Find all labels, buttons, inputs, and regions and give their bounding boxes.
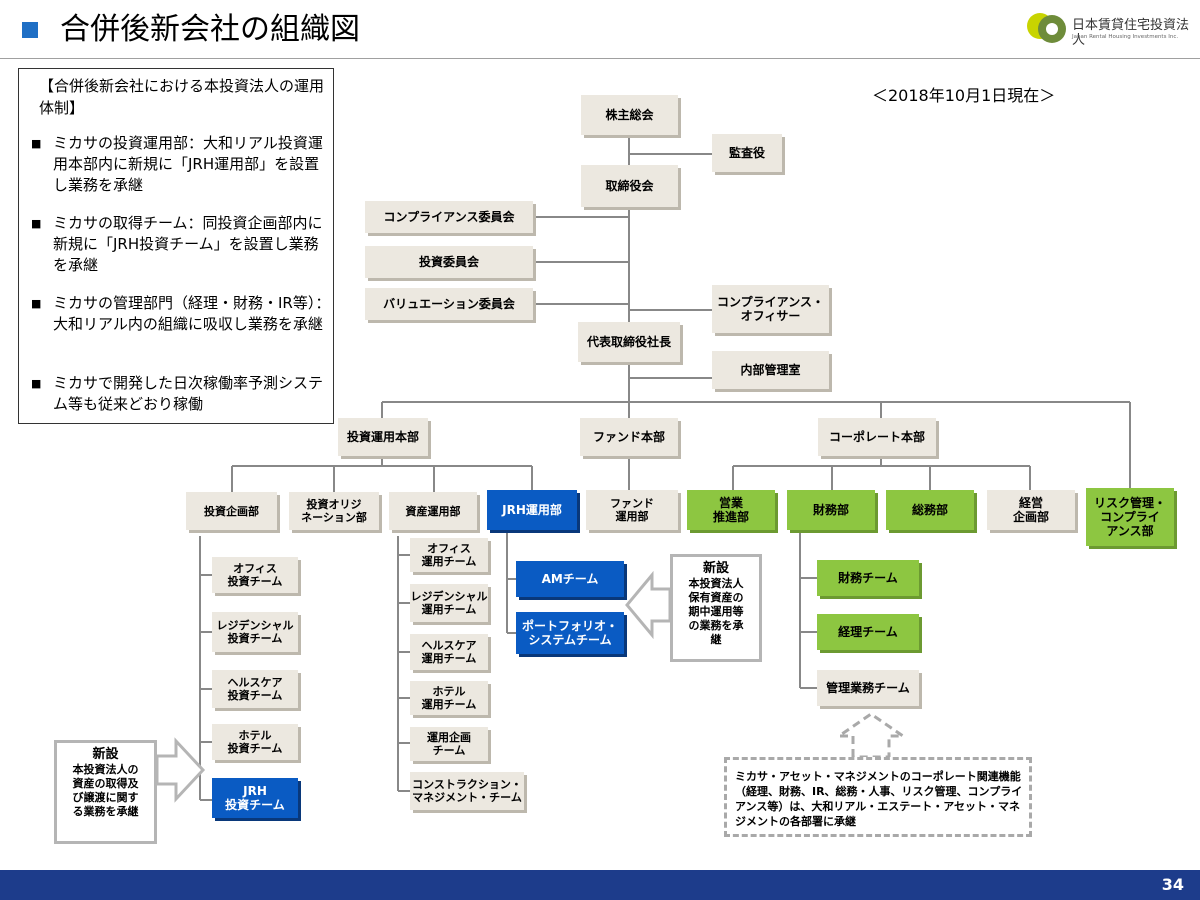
title-marker	[22, 22, 38, 38]
risk-compliance-dept: リスク管理・コンプライアンス部	[1086, 488, 1174, 546]
page-title: 合併後新会社の組織図	[60, 12, 360, 47]
compliance-officer: コンプライアンス・オフィサー	[712, 285, 829, 333]
hotel-investment-team: ホテル投資チーム	[212, 724, 298, 760]
residential-operations-team: レジデンシャル運用チーム	[410, 584, 488, 622]
internal-audit-office: 内部管理室	[712, 351, 829, 389]
info-box: 【合併後新会社における本投資法人の運用体制】 ■ ミカサの投資運用部：大和リアル…	[18, 68, 334, 424]
auditor: 監査役	[712, 134, 782, 172]
am-team: AMチーム	[516, 561, 624, 597]
fund-division: ファンド本部	[580, 418, 678, 456]
corporate-functions-note: ミカサ・アセット・マネジメントのコーポレート関連機能（経理、財務、IR、総務・人…	[724, 757, 1032, 837]
callout-line: 本投資法人	[688, 577, 744, 590]
asset-management-dept: 資産運用部	[389, 492, 477, 530]
footer-bar: 34	[0, 870, 1200, 900]
info-item-text: ミカサの管理部門（経理・財務・IR等）：大和リアル内の組織に吸収し業務を承継	[53, 294, 331, 333]
callout-title: 新設	[92, 747, 119, 762]
as-of-date: ＜2018年10月1日現在＞	[872, 86, 1056, 105]
company-logo	[1027, 13, 1066, 43]
info-item-text: ミカサの取得チーム：同投資企画部内に新規に「JRH投資チーム」を設置し業務を承継	[53, 214, 323, 274]
board-of-directors: 取締役会	[581, 165, 678, 207]
callout-line: る業務を承継	[72, 805, 139, 818]
construction-management-team: コンストラクション・マネジメント・チーム	[410, 772, 524, 810]
callout-title: 新設	[702, 561, 729, 576]
sales-promotion-dept: 営業推進部	[687, 490, 775, 530]
corporate-planning-dept: 経営企画部	[987, 490, 1075, 530]
callout-line: 本投資法人の	[72, 763, 139, 776]
general-affairs-dept: 総務部	[886, 490, 974, 530]
hotel-operations-team: ホテル運用チーム	[410, 681, 488, 715]
investment-committee: 投資委員会	[365, 246, 533, 278]
origination-dept: 投資オリジネーション部	[289, 492, 379, 530]
callout-line: 資産の取得及	[72, 777, 139, 790]
office-operations-team: オフィス運用チーム	[410, 538, 488, 572]
title-divider	[0, 58, 1200, 59]
healthcare-investment-team: ヘルスケア投資チーム	[212, 670, 298, 708]
callout-line: 継	[710, 633, 722, 646]
logo-name: 日本賃貸住宅投資法人	[1072, 18, 1190, 48]
operations-planning-team: 運用企画チーム	[410, 727, 488, 761]
callout-line: び譲渡に関す	[72, 791, 139, 804]
callout-line: 保有資産の	[688, 591, 744, 604]
corporate-note-text: ミカサ・アセット・マネジメントのコーポレート関連機能（経理、財務、IR、総務・人…	[735, 770, 1023, 828]
callout-line: の業務を承	[688, 619, 744, 632]
arrow-right	[155, 737, 206, 803]
accounting-team: 経理チーム	[817, 614, 919, 650]
residential-investment-team: レジデンシャル投資チーム	[212, 612, 298, 652]
arrow-up-dashed	[834, 712, 908, 759]
bullet: ■	[31, 377, 42, 390]
bullet: ■	[31, 137, 42, 150]
finance-team: 財務チーム	[817, 560, 919, 596]
callout-line: 期中運用等	[688, 605, 744, 618]
info-item-text: ミカサの投資運用部：大和リアル投資運用本部内に新規に「JRH運用部」を設置し業務…	[53, 134, 323, 194]
bullet: ■	[31, 217, 42, 230]
portfolio-system-team: ポートフォリオ・システムチーム	[516, 612, 624, 654]
logo-circle-hole	[1046, 23, 1058, 35]
investment-division: 投資運用本部	[338, 418, 428, 456]
finance-dept: 財務部	[787, 490, 875, 530]
bullet: ■	[31, 297, 42, 310]
new-establishment-callout-ops: 新設 本投資法人 保有資産の 期中運用等 の業務を承 継	[670, 554, 762, 662]
valuation-committee: バリュエーション委員会	[365, 288, 533, 320]
corporate-division: コーポレート本部	[818, 418, 936, 456]
fund-operations-dept: ファンド運用部	[586, 490, 678, 530]
new-establishment-callout-invest: 新設 本投資法人の 資産の取得及 び譲渡に関す る業務を承継	[54, 740, 157, 844]
jrh-operations-dept: JRH運用部	[487, 490, 577, 530]
page-number: 34	[1161, 875, 1184, 894]
admin-operations-team: 管理業務チーム	[817, 670, 919, 706]
arrow-left	[625, 570, 672, 640]
compliance-committee: コンプライアンス委員会	[365, 201, 533, 233]
info-heading: 【合併後新会社における本投資法人の運用体制】	[39, 77, 325, 117]
healthcare-operations-team: ヘルスケア運用チーム	[410, 634, 488, 670]
info-item-text: ミカサで開発した日次稼働率予測システム等も従来どおり稼働	[53, 374, 324, 413]
president-ceo: 代表取締役社長	[578, 322, 680, 362]
office-investment-team: オフィス投資チーム	[212, 557, 298, 593]
logo-subtitle: Japan Rental Housing Investments Inc.	[1072, 34, 1179, 40]
shareholders-meeting: 株主総会	[581, 95, 678, 135]
investment-planning-dept: 投資企画部	[186, 492, 277, 530]
